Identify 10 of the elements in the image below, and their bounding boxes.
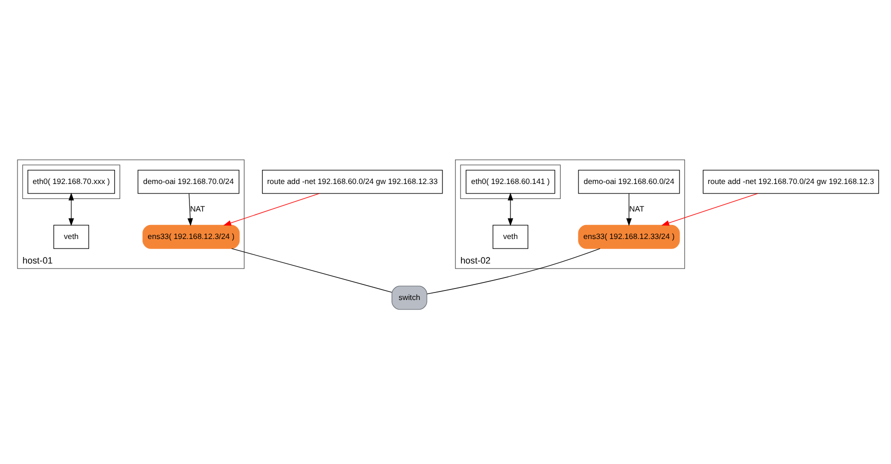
arrow [188,193,193,226]
arrow [661,193,758,226]
arrow [626,193,632,226]
arrow [508,192,514,226]
arrow [68,192,74,226]
connector [231,248,392,293]
arrow [223,193,320,226]
cluster [460,164,561,199]
cluster [22,164,120,199]
connector [426,248,600,294]
